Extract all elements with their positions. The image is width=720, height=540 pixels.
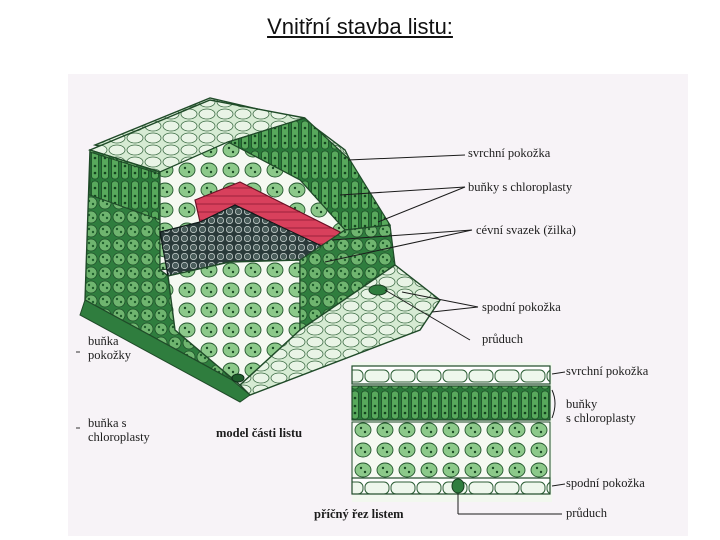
- model-leader-lines: [324, 154, 479, 341]
- cs-palisade: [351, 385, 551, 421]
- cross-section: [351, 362, 552, 502]
- caption-cross-section: příčný řez listem: [314, 507, 404, 521]
- model-lower-epidermis-edge: [79, 299, 251, 403]
- model-stoma-2: [231, 373, 245, 383]
- model-stoma: [368, 284, 388, 296]
- label-model-chloroplast-cell: buňka s chloroplasty: [88, 416, 150, 444]
- label-model-lower-epidermis: spodní pokožka: [482, 300, 561, 314]
- label-cs-lower-epidermis: spodní pokožka: [566, 476, 645, 490]
- label-model-stoma: průduch: [482, 332, 523, 346]
- model-right-face: [299, 224, 396, 332]
- label-cs-stoma: průduch: [566, 506, 607, 520]
- caption-model: model části listu: [216, 426, 303, 440]
- label-cs-chloroplast-cells: buňky s chloroplasty: [566, 397, 636, 425]
- cs-spongy: [351, 421, 551, 479]
- label-cs-upper-epidermis: svrchní pokožka: [566, 364, 649, 378]
- label-model-upper-epidermis: svrchní pokožka: [468, 146, 551, 160]
- leaf-model: [79, 97, 441, 403]
- label-model-vascular-bundle: cévní svazek (žilka): [476, 223, 576, 237]
- cs-stoma: [451, 478, 465, 494]
- cs-upper-epidermis: [351, 365, 551, 385]
- cross-section-leader-lines: [457, 371, 566, 515]
- page-title: Vnitřní stavba listu:: [267, 14, 453, 39]
- label-model-epidermal-cell: buňka pokožky: [88, 334, 132, 362]
- cs-lower-epidermis: [351, 477, 551, 495]
- label-model-chloroplast-cells: buňky s chloroplasty: [468, 180, 573, 194]
